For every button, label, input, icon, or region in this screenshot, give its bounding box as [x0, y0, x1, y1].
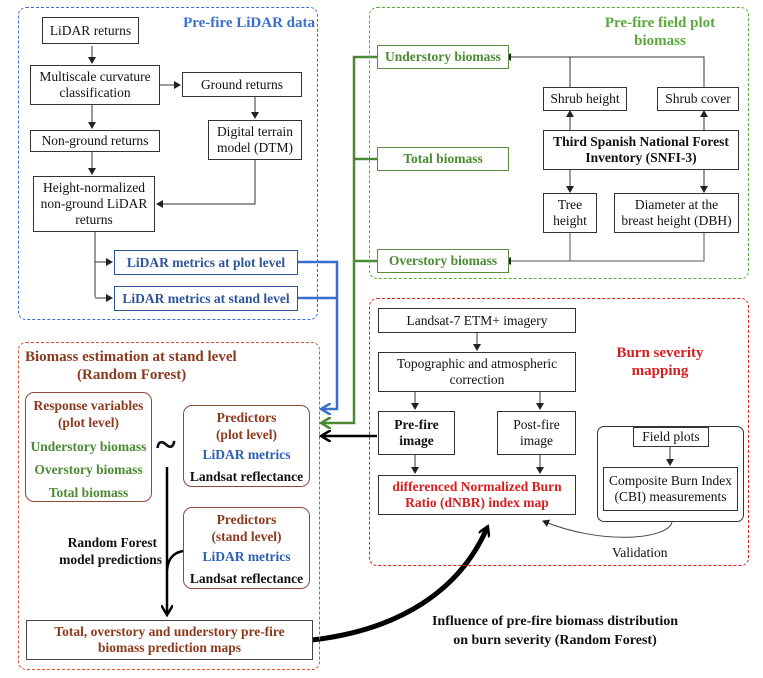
node-postfire-image: Post-fire image [497, 411, 576, 455]
node-landsat-imagery: Landsat-7 ETM+ imagery [378, 308, 576, 333]
node-dbh: Diameter at the breast height (DBH) [614, 193, 739, 233]
lidar-panel [18, 7, 318, 320]
predictors-stand-box: Predictors (stand level) LiDAR metrics L… [183, 507, 310, 589]
response-item: Total biomass [48, 485, 129, 500]
predictors-plot-box: Predictors (plot level) LiDAR metrics La… [183, 405, 310, 487]
burn-panel-title: Burn severity mapping [616, 345, 704, 379]
influence-label: Influence of pre-fire biomass distributi… [431, 614, 679, 648]
cbi-group [597, 426, 744, 522]
node-overstory-biomass: Overstory biomass [377, 249, 509, 273]
node-prefire-image: Pre-fire image [378, 411, 455, 455]
node-field-plots: Field plots [633, 427, 709, 447]
response-item: Overstory biomass [34, 462, 143, 477]
node-dtm: Digital terrain model (DTM) [208, 120, 302, 160]
node-multiscale-curvature: Multiscale curvature classification [30, 65, 160, 105]
tilde-symbol: ~ [156, 424, 176, 466]
field-panel-title: Pre-fire field plot biomass [604, 15, 716, 49]
node-cbi-measurements: Composite Burn Index (CBI) measurements [603, 467, 738, 511]
node-tree-height: Tree height [543, 193, 597, 233]
node-understory-biomass: Understory biomass [377, 45, 509, 69]
node-shrub-height: Shrub height [543, 87, 627, 111]
node-height-normalized: Height-normalized non-ground LiDAR retur… [33, 176, 155, 232]
node-topo-atmos-correction: Topographic and atmospheric correction [378, 352, 576, 392]
node-shrub-cover: Shrub cover [657, 87, 739, 111]
node-nonground-returns: Non-ground returns [30, 130, 160, 152]
biomass-panel [18, 342, 320, 670]
response-variables-box: Response variables (plot level) Understo… [25, 392, 152, 502]
node-lidar-metrics-plot: LiDAR metrics at plot level [114, 250, 298, 275]
biomass-panel-title: Biomass estimation at stand level (Rando… [25, 349, 237, 383]
node-lidar-metrics-stand: LiDAR metrics at stand level [114, 286, 298, 311]
response-item: Understory biomass [30, 439, 147, 454]
burn-panel [369, 298, 749, 566]
lidar-panel-title: Pre-fire LiDAR data [183, 15, 315, 31]
node-lidar-returns: LiDAR returns [42, 17, 139, 44]
node-ground-returns: Ground returns [182, 72, 302, 97]
node-snfi3: Third Spanish National Forest Inventory … [543, 130, 739, 170]
field-panel [369, 7, 749, 279]
node-dnbr-map: differenced Normalized Burn Ratio (dNBR)… [378, 475, 576, 515]
rf-predictions-label: Random Forest model predictions [59, 535, 162, 567]
validation-label: Validation [612, 545, 668, 560]
node-biomass-prediction-maps: Total, overstory and understory pre-fire… [26, 620, 313, 660]
node-total-biomass: Total biomass [377, 147, 509, 171]
